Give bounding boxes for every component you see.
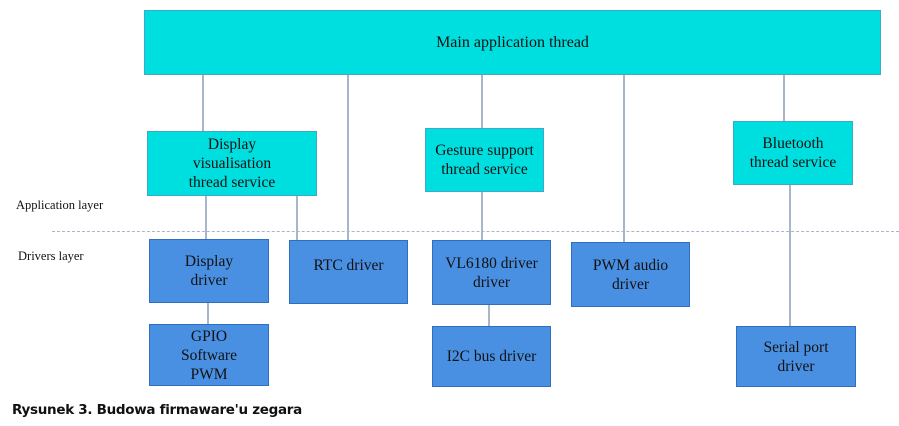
vl6180-driver-label: VL6180 driver driver [445,254,538,291]
connector-main-to-bluetooth-service [783,74,785,122]
bluetooth-service-label: Bluetooth thread service [749,135,837,171]
connector-display-driver-to-gpio [207,302,209,324]
gesture-support-service-box: Gesture support thread service [425,128,544,192]
display-driver-label: Display driver [184,253,234,289]
rtc-driver-label: RTC driver [313,257,384,274]
i2c-bus-driver-box: I2C bus driver [432,326,551,387]
figure-caption: Rysunek 3. Budowa firmaware'u zegara [12,402,302,418]
bluetooth-service-box: Bluetooth thread service [733,121,853,185]
drivers-layer-label: Drivers layer [18,249,84,263]
connector-vl6180-to-i2c [488,304,490,326]
display-visualisation-service-label: Display visualisation thread service [188,136,276,191]
gpio-software-pwm-box: GPIO Software PWM [149,324,269,386]
connector-display-service-to-display-driver [205,195,207,240]
connector-main-to-rtc-driver [347,74,349,240]
main-application-thread-label: Main application thread [436,34,589,51]
application-layer-label: Application layer [16,198,104,212]
main-application-thread-box: Main application thread [144,10,881,75]
i2c-bus-driver-label: I2C bus driver [446,348,537,365]
connector-bluetooth-service-to-serial-driver [789,184,791,326]
connector-gesture-service-to-vl6180-driver [481,191,483,241]
gesture-support-service-label: Gesture support thread service [435,142,534,178]
layer-separator [52,231,899,232]
pwm-audio-driver-box: PWM audio driver [571,242,690,307]
connector-display-service-to-rtc-driver [296,195,298,240]
pwm-audio-driver-label: PWM audio driver [592,256,669,293]
serial-port-driver-box: Serial port driver [736,326,856,387]
connector-main-to-gesture-service [481,74,483,128]
rtc-driver-box: RTC driver [289,240,408,304]
display-driver-box: Display driver [149,239,269,303]
connector-main-to-pwm-audio-driver [623,74,625,242]
vl6180-driver-box: VL6180 driver driver [432,240,551,305]
serial-port-driver-label: Serial port driver [763,338,829,375]
display-visualisation-service-box: Display visualisation thread service [147,131,317,196]
gpio-software-pwm-label: GPIO Software PWM [181,327,237,383]
connector-main-to-display-service [202,74,204,132]
